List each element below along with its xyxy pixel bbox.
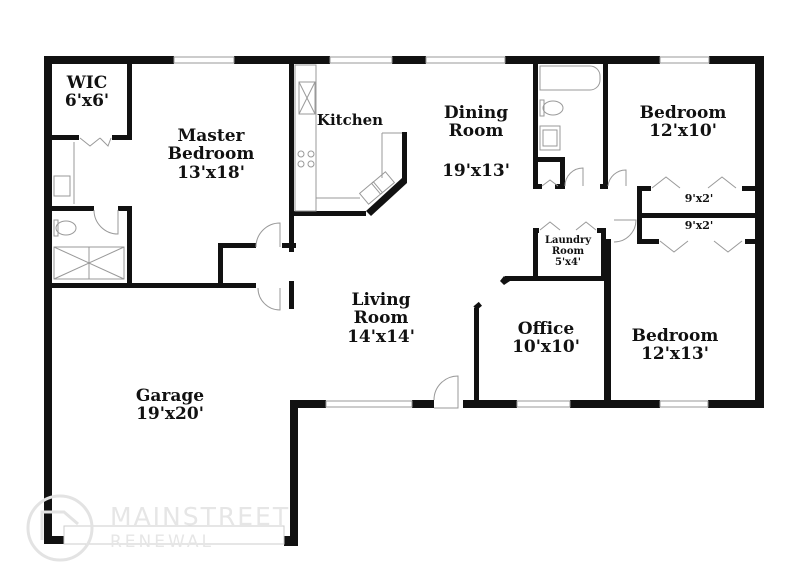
watermark-line2: RENEWAL [110,532,214,552]
room-name: Bedroom [631,326,719,346]
room-size: 12'x10' [649,121,717,142]
room-label-bedroom-3: Bedroom 12'x13' [632,327,719,364]
room-label-dining-room: Dining Room [444,104,508,141]
watermark-subtext: RENEWAL [110,532,214,552]
room-label-closet-1: 9'x2' [685,193,714,205]
room-label-laundry-room: Laundry Room 5'x4' [544,235,592,268]
room-size: 12'x13' [641,344,709,365]
room-name: Room [353,308,409,329]
room-label-living-room: Living Room 14'x14' [347,291,415,346]
exterior-walls [44,56,764,546]
room-name: Kitchen [316,111,384,129]
room-name: Room [448,121,504,142]
room-name: Living [351,290,411,310]
room-size-dining-room: 19'x13' [442,161,510,181]
room-name: Garage [135,386,205,406]
room-size: 14'x14' [347,326,415,347]
room-label-kitchen: Kitchen [317,112,383,128]
interior-walls [44,56,764,404]
room-label-garage: Garage 19'x20' [136,387,204,424]
room-name: Office [517,319,575,339]
room-size: 5'x4' [554,256,581,268]
watermark-line1: MAINSTREET [110,502,291,531]
room-name: Bedroom [639,103,727,123]
room-name: Dining [443,103,509,123]
room-label-office: Office 10'x10' [512,320,580,357]
room-label-master-bedroom: Master Bedroom 13'x18' [168,127,255,182]
doors-and-fixtures [53,64,743,409]
room-size: 9'x2' [684,219,714,232]
watermark-text: MAINSTREET [110,502,290,531]
room-label-closet-2: 9'x2' [685,220,714,232]
room-size: 19'x13' [442,161,510,181]
watermark-logo [26,494,94,562]
room-name: Master [177,126,245,146]
room-size: 6'x6' [64,91,110,112]
room-name: Room [551,245,585,257]
room-label-wic: WIC 6'x6' [65,74,109,111]
room-size: 19'x20' [136,404,204,425]
room-name: WIC [66,73,108,93]
room-size: 9'x2' [684,192,714,205]
windows [63,56,710,545]
room-name: Bedroom [167,144,255,165]
room-label-bedroom-2: Bedroom 12'x10' [640,104,727,141]
room-name: Laundry [544,235,592,246]
room-size: 10'x10' [512,337,580,358]
room-size: 13'x18' [177,162,245,183]
